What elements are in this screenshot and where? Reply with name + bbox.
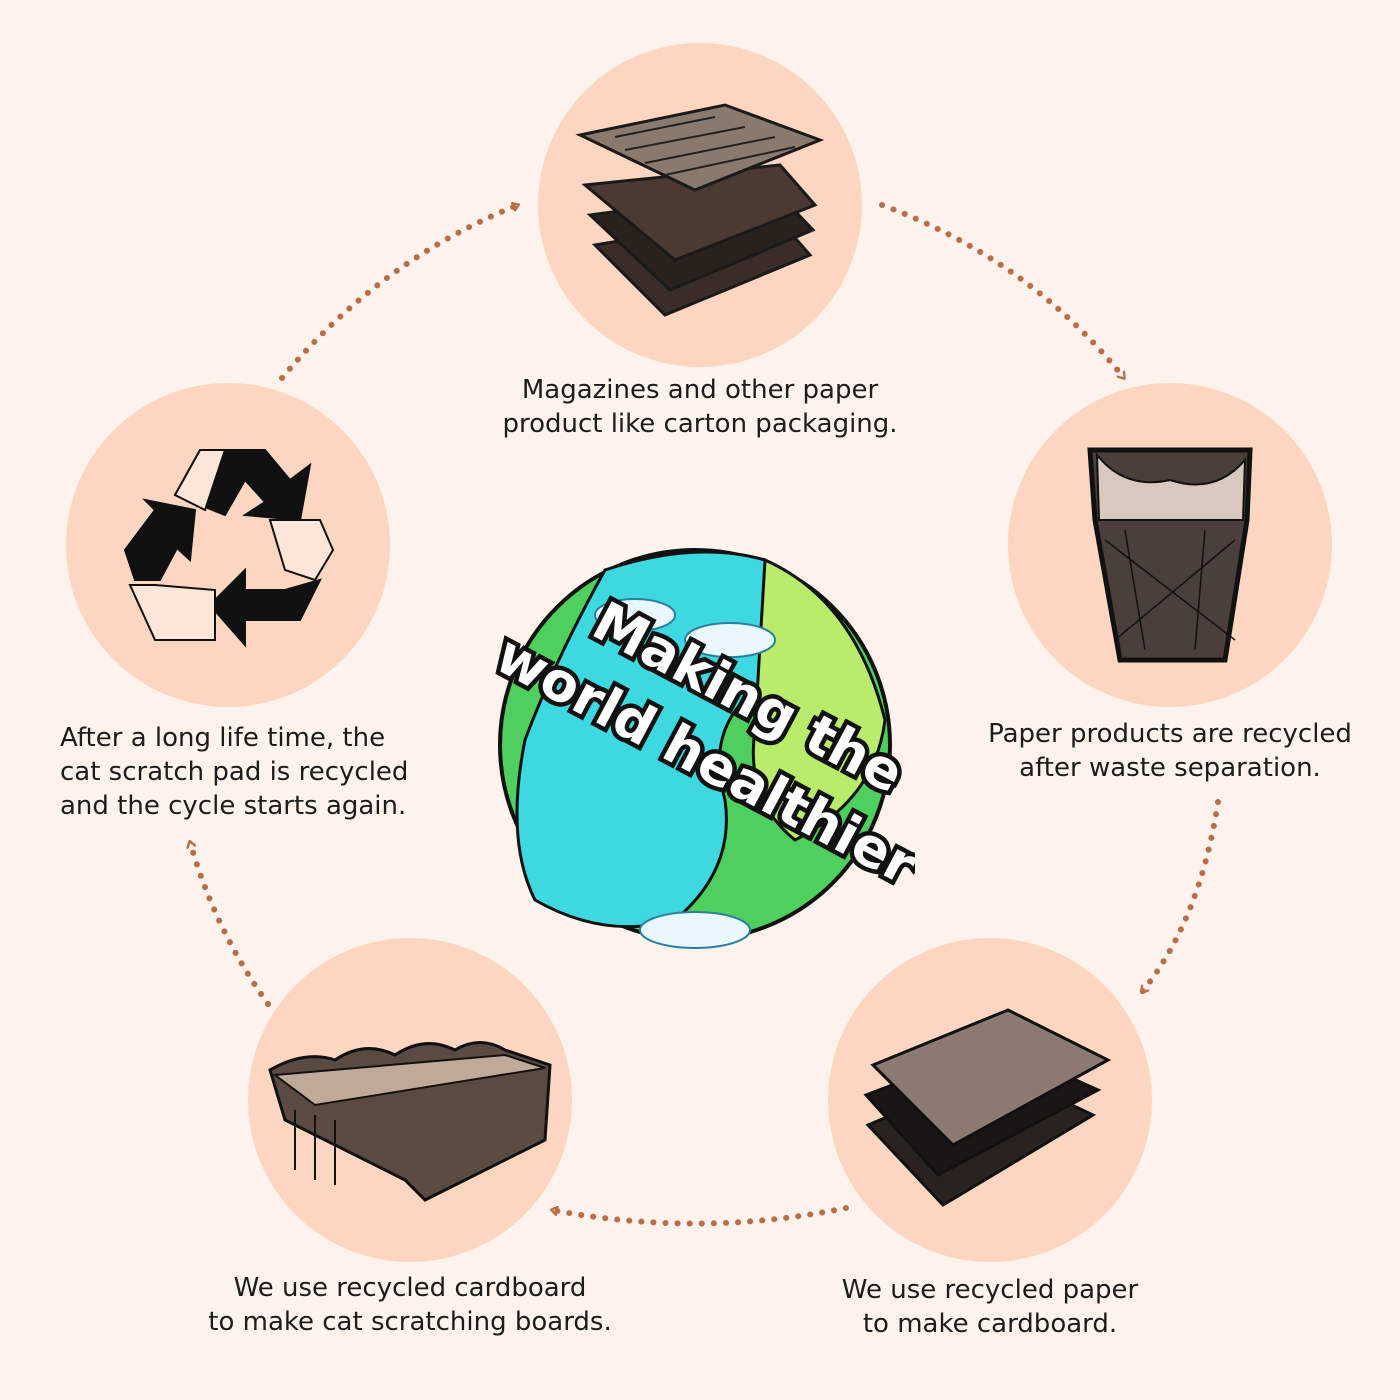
caption-line: after waste separation.: [1019, 753, 1321, 783]
arrow-paper-to-cardboard: [549, 1205, 849, 1227]
cardboard-scratcher-icon: [268, 1041, 552, 1202]
caption-line: product like carton packaging.: [502, 409, 898, 439]
caption-paper: We use recycled paper to make cardboard.: [842, 1273, 1138, 1341]
caption-line: After a long life time, the: [60, 723, 386, 753]
caption-cardboard: We use recycled cardboard to make cat sc…: [208, 1271, 612, 1339]
step-circle-recycle: [66, 383, 390, 707]
recycle-icon: [123, 449, 335, 648]
arrow-waste-to-paper: [1139, 799, 1221, 995]
caption-line: cat scratch pad is recycled: [60, 757, 409, 787]
waste-bin-icon: [1087, 447, 1253, 663]
caption-magazines: Magazines and other paper product like c…: [502, 373, 897, 441]
newspaper-stack-icon: [575, 103, 825, 317]
arrow-cardboard-to-recycle: [190, 839, 271, 1007]
arrow-recycle-to-magazines: [279, 205, 521, 381]
caption-line: Paper products are recycled: [988, 719, 1352, 749]
paper-stack-icon: [863, 1008, 1112, 1207]
caption-line: to make cardboard.: [862, 1309, 1118, 1339]
caption-line: We use recycled cardboard: [233, 1273, 587, 1303]
caption-line: to make cat scratching boards.: [208, 1307, 612, 1337]
caption-line: and the cycle starts again.: [60, 791, 407, 821]
caption-line: We use recycled paper: [841, 1275, 1139, 1305]
arrow-magazines-to-waste: [879, 202, 1127, 381]
caption-recycle: After a long life time, the cat scratch …: [60, 721, 408, 823]
caption-line: Magazines and other paper: [521, 375, 879, 405]
globe-illustration: Making the world healthier: [481, 548, 915, 949]
caption-waste: Paper products are recycled after waste …: [988, 717, 1352, 785]
